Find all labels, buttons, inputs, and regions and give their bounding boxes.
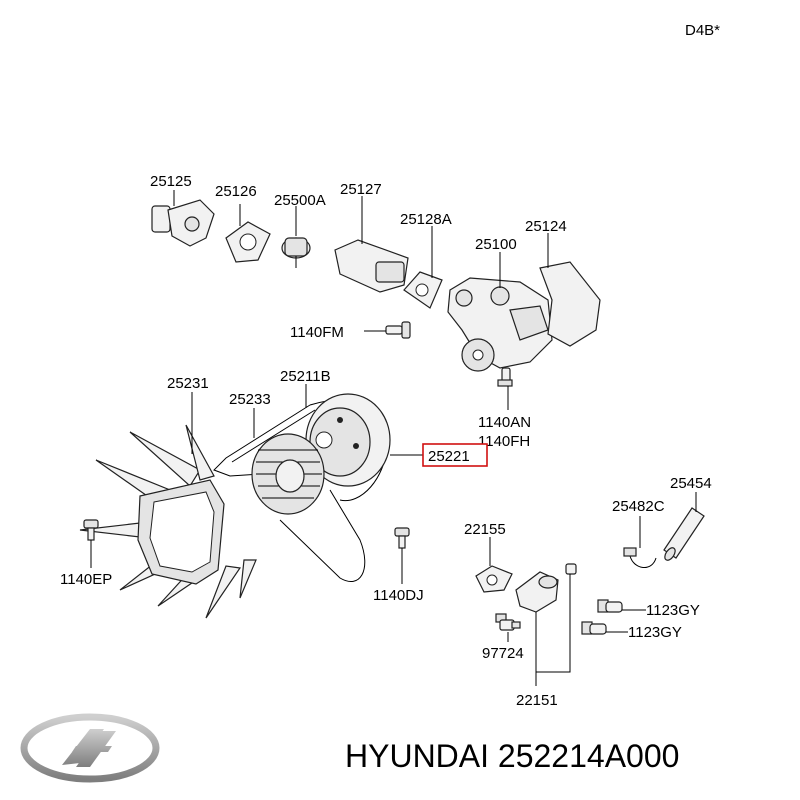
cooling-fan-25231: [79, 424, 257, 619]
gasket-25126: [225, 221, 271, 263]
thermostat-25500A: [281, 237, 311, 268]
label-22151: 22151: [516, 692, 558, 709]
thermostat-housing-25125: [151, 199, 215, 247]
highlight-box: [422, 443, 488, 467]
label-1140AN: 1140AN: [478, 414, 531, 431]
bolt-1140AN: [497, 367, 513, 387]
water-inlet-25127: [334, 239, 409, 293]
brand-part-number: HYUNDAI 252214A000: [345, 738, 680, 774]
water-pump-pulley-25221: [305, 393, 391, 487]
outlet-fitting-22151: [515, 563, 577, 613]
label-25482C: 25482C: [612, 498, 665, 515]
label-25231: 25231: [167, 375, 209, 392]
gasket-22155: [475, 565, 513, 593]
bolt-1140DJ: [394, 527, 410, 549]
label-25127: 25127: [340, 181, 382, 198]
label-1123GY-a: 1123GY: [646, 602, 700, 619]
leader-22151: [535, 574, 571, 673]
label-22155: 22155: [464, 521, 506, 538]
label-25454: 25454: [670, 475, 712, 492]
plug-1123GY-a: [597, 599, 623, 613]
label-25500A: 25500A: [274, 192, 326, 209]
label-25211B: 25211B: [280, 368, 331, 385]
bolt-1140FM: [385, 321, 411, 339]
label-1140FM: 1140FM: [290, 324, 344, 341]
pump-gasket-25124: [539, 261, 601, 347]
label-1140EP: 1140EP: [60, 571, 112, 588]
label-25233: 25233: [229, 391, 271, 408]
hose-clamp-25482C: [623, 547, 657, 568]
label-1140FH: 1140FH: [478, 433, 530, 450]
label-1140DJ: 1140DJ: [373, 587, 424, 604]
label-25128A: 25128A: [400, 211, 452, 228]
fan-clutch-25233: [251, 433, 325, 515]
label-25125: 25125: [150, 173, 192, 190]
label-25124: 25124: [525, 218, 567, 235]
hyundai-logo-icon: [20, 713, 160, 783]
label-97724: 97724: [482, 645, 524, 662]
hose-25454: [663, 507, 705, 561]
label-1123GY-b: 1123GY: [628, 624, 682, 641]
label-25100: 25100: [475, 236, 517, 253]
plug-1123GY-b: [581, 621, 607, 635]
water-pump-25100: [447, 277, 553, 372]
label-25221: 25221: [428, 448, 470, 465]
engine-code: D4B*: [685, 22, 720, 39]
sensor-97724: [495, 613, 521, 631]
label-25126: 25126: [215, 183, 257, 200]
gasket-25128A: [403, 271, 443, 309]
